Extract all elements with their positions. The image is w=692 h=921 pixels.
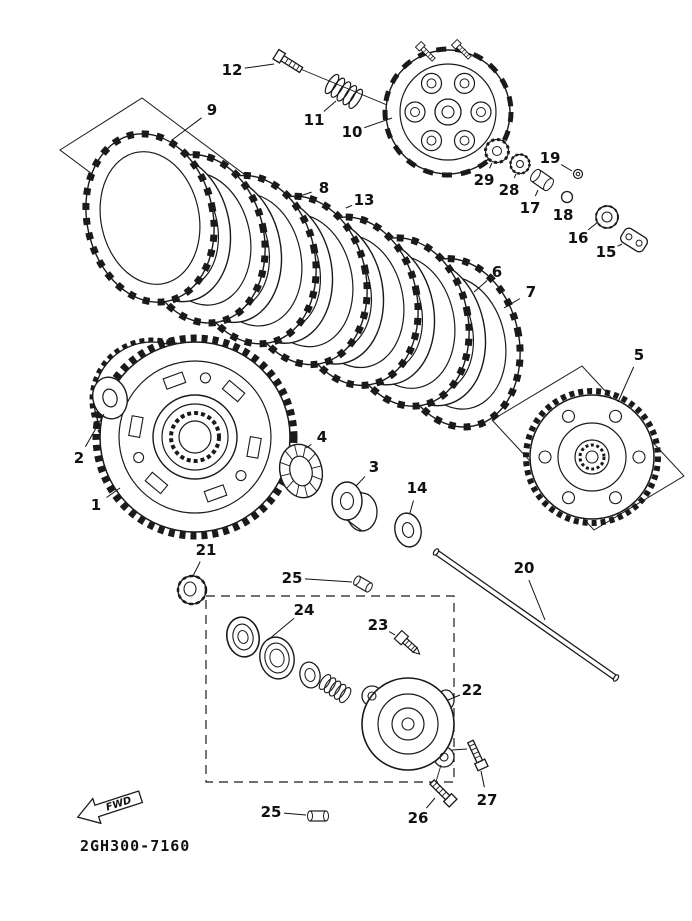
bushing-lower bbox=[307, 810, 329, 822]
oil-seal bbox=[226, 616, 260, 658]
leader-line-5 bbox=[617, 366, 635, 403]
knurled-nut bbox=[595, 205, 619, 229]
leader-line-16 bbox=[587, 221, 599, 231]
part-label-8: 8 bbox=[319, 179, 329, 197]
leader-line-22 bbox=[447, 694, 461, 701]
part-label-23: 23 bbox=[368, 616, 389, 634]
return-spring bbox=[318, 673, 352, 704]
leader-line-24 bbox=[267, 617, 295, 641]
bolt-axis-line-27 bbox=[451, 748, 468, 751]
part-label-7: 7 bbox=[526, 283, 536, 301]
bleeder-valve bbox=[393, 629, 421, 655]
leader-line-26 bbox=[426, 797, 436, 809]
needle-bearing bbox=[278, 443, 324, 499]
kit-boundary-box bbox=[205, 595, 455, 783]
part-label-24: 24 bbox=[294, 601, 315, 619]
part-label-18: 18 bbox=[553, 206, 574, 224]
part-label-25a: 25 bbox=[282, 569, 303, 587]
part-label-28: 28 bbox=[499, 181, 520, 199]
small-seal-ring bbox=[299, 661, 321, 689]
leader-line-15 bbox=[617, 243, 623, 247]
leader-line-9 bbox=[171, 117, 202, 141]
leader-line-25a bbox=[304, 578, 353, 583]
pressure-plate bbox=[382, 39, 514, 178]
clutch-spring bbox=[324, 73, 364, 110]
leader-line-10 bbox=[364, 117, 393, 129]
driven-gear bbox=[523, 388, 661, 526]
part-label-3: 3 bbox=[369, 458, 379, 476]
leader-line-2 bbox=[84, 413, 105, 447]
part-label-22: 22 bbox=[462, 681, 483, 699]
part-label-11: 11 bbox=[304, 111, 325, 129]
part-label-29: 29 bbox=[474, 171, 495, 189]
bushing-upper bbox=[353, 575, 373, 593]
thrust-washer bbox=[92, 376, 128, 420]
part-label-9: 9 bbox=[207, 101, 217, 119]
fwd-label: FWD bbox=[105, 795, 133, 814]
leader-line-19 bbox=[560, 164, 573, 172]
leader-line-4 bbox=[305, 443, 312, 449]
release-cylinder bbox=[361, 677, 455, 771]
part-label-13: 13 bbox=[354, 191, 375, 209]
leader-line-23 bbox=[388, 631, 396, 636]
leader-line-17 bbox=[534, 189, 539, 197]
lock-washer bbox=[509, 153, 531, 175]
part-label-2: 2 bbox=[74, 449, 84, 467]
part-label-27: 27 bbox=[477, 791, 498, 809]
leader-line-27 bbox=[480, 770, 485, 788]
part-label-17: 17 bbox=[520, 199, 541, 217]
leader-line-7 bbox=[503, 298, 521, 309]
part-label-26: 26 bbox=[408, 809, 429, 827]
part-label-12: 12 bbox=[222, 61, 243, 79]
diagram-part-code: 2GH300-7160 bbox=[80, 837, 190, 855]
fwd-arrow: FWD bbox=[76, 790, 144, 825]
part-label-15: 15 bbox=[596, 243, 617, 261]
part-label-16: 16 bbox=[568, 229, 589, 247]
part-label-1: 1 bbox=[91, 496, 101, 514]
part-label-14: 14 bbox=[407, 479, 428, 497]
leader-line-6 bbox=[473, 280, 488, 293]
seal-kit bbox=[226, 616, 352, 704]
spacer bbox=[331, 481, 378, 532]
leader-line-20 bbox=[528, 579, 546, 621]
retainer-clip bbox=[619, 227, 649, 253]
part-label-25b: 25 bbox=[261, 803, 282, 821]
part-label-21: 21 bbox=[196, 541, 217, 559]
boss-sleeve bbox=[530, 168, 554, 192]
spring-bolt bbox=[272, 48, 305, 76]
leader-line-29 bbox=[489, 162, 493, 169]
part-label-5: 5 bbox=[634, 346, 644, 364]
small-ring bbox=[572, 168, 584, 180]
part-label-20: 20 bbox=[514, 559, 535, 577]
push-rod bbox=[432, 548, 620, 682]
splined-washer bbox=[484, 138, 510, 164]
adjuster-cap bbox=[176, 574, 208, 606]
leader-line-14 bbox=[409, 500, 414, 514]
leader-line-13 bbox=[345, 204, 353, 209]
leader-lines bbox=[84, 63, 635, 816]
clutch-housing-gear bbox=[92, 334, 298, 540]
leader-line-21 bbox=[192, 561, 201, 577]
leader-line-8 bbox=[293, 191, 312, 199]
leader-line-1 bbox=[106, 487, 121, 498]
steel-ball bbox=[560, 190, 574, 204]
part-label-4: 4 bbox=[317, 428, 327, 446]
leader-line-3 bbox=[355, 476, 366, 487]
part-label-10: 10 bbox=[342, 123, 363, 141]
leader-line-12 bbox=[244, 63, 275, 69]
piston-seal bbox=[259, 636, 295, 680]
leader-line-11 bbox=[323, 100, 337, 112]
part-label-19: 19 bbox=[540, 149, 561, 167]
flange-bolt-27 bbox=[464, 738, 489, 772]
plain-washer bbox=[394, 512, 422, 548]
leader-line-25b bbox=[283, 812, 307, 816]
part-label-6: 6 bbox=[492, 263, 502, 281]
leader-line-28 bbox=[513, 173, 517, 179]
